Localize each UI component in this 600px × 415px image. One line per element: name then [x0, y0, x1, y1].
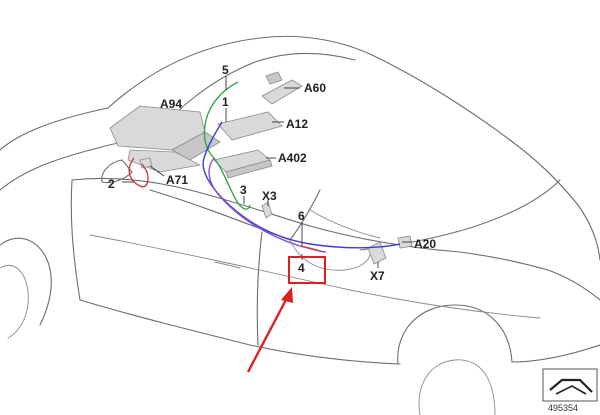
door-handle — [214, 261, 241, 269]
highlight-box-4 — [288, 256, 326, 284]
label-3: 3 — [240, 183, 247, 197]
label-1: 1 — [222, 95, 229, 109]
rear-deck — [577, 204, 600, 261]
a60-connector — [265, 71, 283, 85]
label-2: 2 — [108, 177, 115, 191]
label-4: 4 — [298, 261, 305, 275]
leader-lines — [122, 76, 412, 268]
side-window-rear — [289, 189, 321, 241]
a402-bracket — [225, 159, 273, 179]
rear-quarter — [459, 251, 600, 301]
red-pointer-arrow-icon — [246, 287, 293, 373]
label-x7: X7 — [370, 269, 385, 283]
label-x3: X3 — [262, 189, 277, 203]
console-outline — [309, 209, 381, 239]
rear-bumper — [511, 344, 600, 363]
front-wheel — [0, 265, 29, 339]
rear-glass — [359, 179, 561, 251]
leader-a71 — [149, 165, 165, 177]
label-a94: A94 — [160, 97, 182, 111]
x3-connector — [261, 201, 273, 219]
door-sill — [79, 299, 401, 365]
front-wheel-arch — [0, 237, 52, 326]
beltline — [71, 177, 461, 253]
car-outline-icon — [0, 35, 600, 415]
wire-harnesses — [128, 81, 401, 253]
seat-outline — [289, 239, 371, 271]
label-5: 5 — [222, 63, 229, 77]
label-a12: A12 — [286, 117, 308, 131]
label-a71: A71 — [166, 173, 188, 187]
door-rear-edge — [256, 231, 263, 346]
car-side-symbol-icon — [542, 368, 598, 402]
label-a20: A20 — [414, 237, 436, 251]
rear-wheel-arch — [397, 304, 513, 365]
roof-line — [371, 54, 579, 206]
image-number: 495354 — [548, 403, 578, 413]
door-front-edge — [70, 179, 81, 301]
harness-2-red — [128, 157, 149, 188]
label-a402: A402 — [278, 151, 307, 165]
label-a60: A60 — [304, 81, 326, 95]
rear-wheel — [418, 359, 496, 415]
hood-lower-edge — [0, 147, 99, 191]
components — [109, 71, 413, 265]
a60-module — [261, 79, 303, 105]
label-6: 6 — [298, 209, 305, 223]
component-labels: A94 A60 5 1 A12 A402 2 A71 3 X3 6 4 A20 … — [108, 63, 436, 283]
harness-4-red — [299, 245, 323, 253]
side-mirror — [101, 159, 133, 184]
x7-connector — [367, 241, 387, 265]
harness-1-blue — [202, 121, 401, 249]
character-line — [89, 234, 541, 319]
a-pillar — [107, 35, 373, 109]
hood-edge — [0, 107, 109, 151]
a12-module — [217, 111, 283, 141]
